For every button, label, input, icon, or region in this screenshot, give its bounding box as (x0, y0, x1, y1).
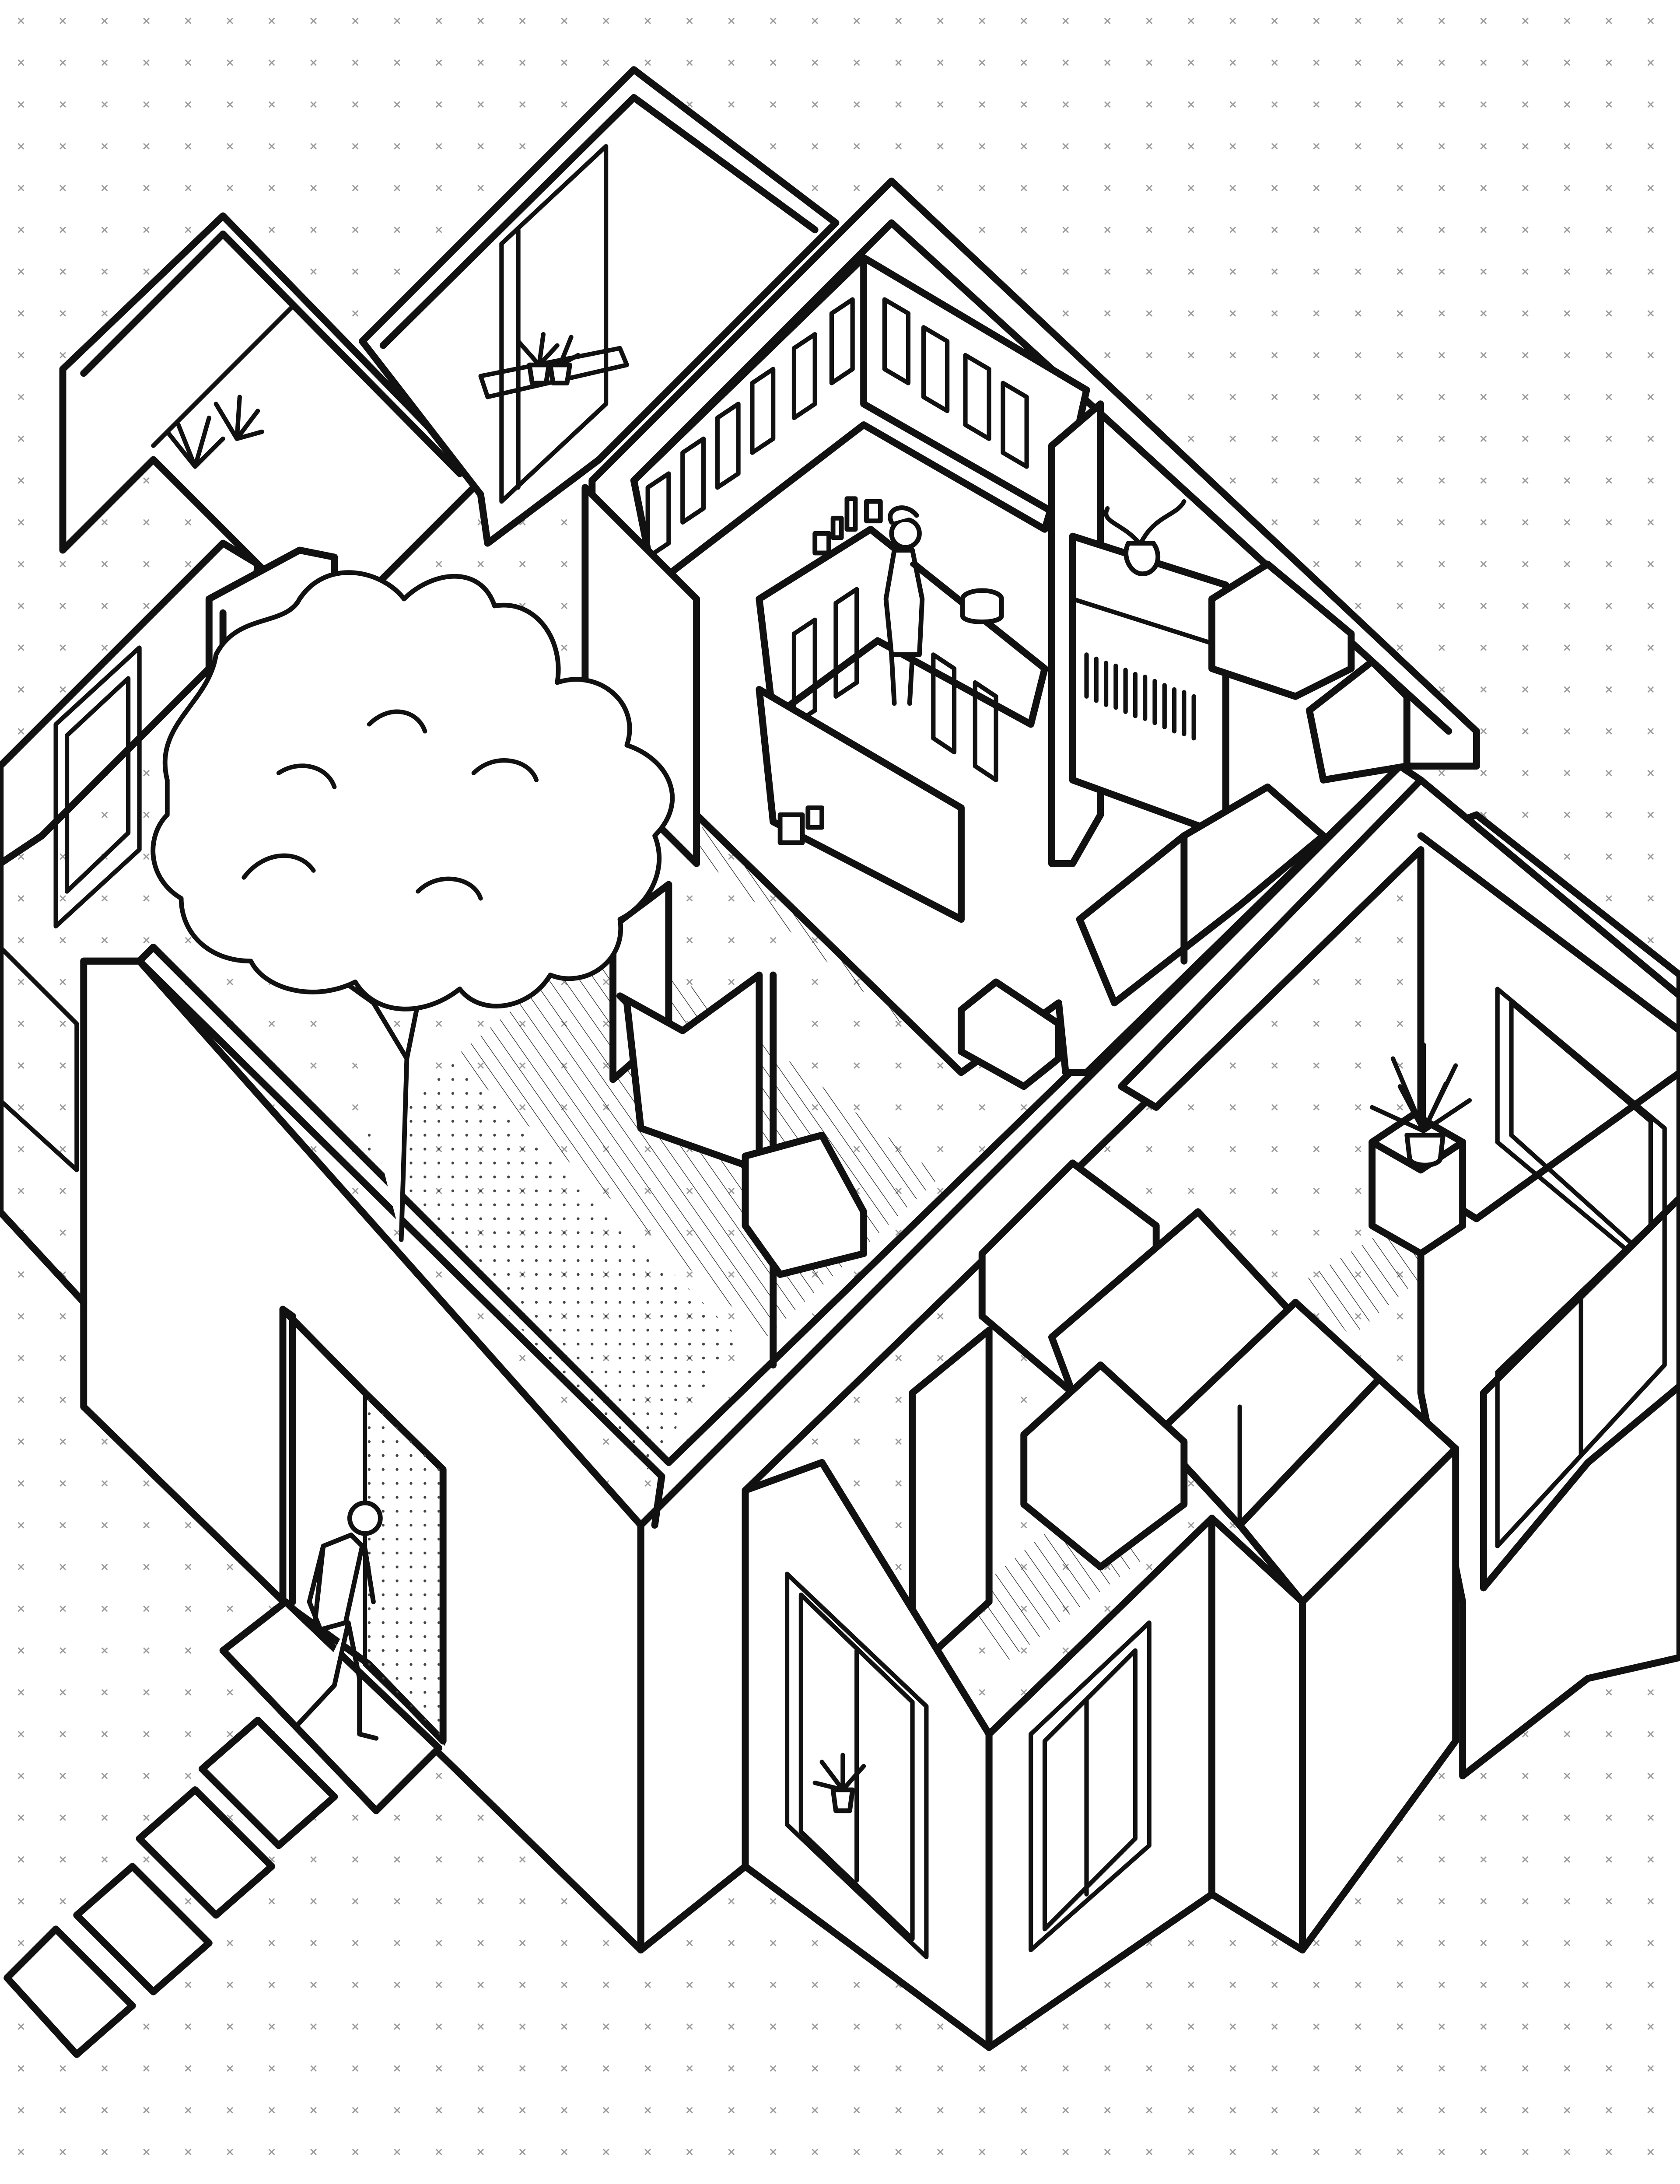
vase-icon (1104, 499, 1186, 577)
potted-plant-icon (812, 1753, 866, 1813)
kitchen-side-wall (756, 686, 965, 923)
courtyard-dotted-floor (355, 1058, 738, 1470)
top-room-window (499, 144, 609, 504)
left-window-inner (64, 676, 131, 894)
bench (958, 978, 1062, 1090)
stepping-stones (4, 1716, 338, 2058)
closet-box (1306, 658, 1410, 784)
top-room-inner (379, 94, 819, 349)
books (1084, 652, 1196, 741)
plant-stand-edge (1368, 1138, 1466, 1174)
living-room-hatched-floor (1302, 1225, 1449, 1337)
front-left-wing-window-inner (798, 1592, 915, 1941)
person-cooking-icon (883, 505, 950, 706)
front-left-wing-window (784, 1572, 929, 1960)
potted-plant-icon (516, 332, 581, 385)
front-right-wing-side (1299, 1445, 1460, 1954)
left-window (53, 645, 142, 929)
top-room (359, 66, 840, 547)
bottle-icon (830, 496, 883, 540)
tree-canopy (150, 570, 675, 1012)
person-walking-icon (293, 1500, 383, 1741)
service-partition (909, 1326, 993, 1675)
entrance-step (219, 1598, 443, 1814)
tower-window-frames (151, 304, 295, 448)
courtyard-wall-top-inner (136, 756, 1396, 1466)
lower-cabinet-doors (791, 587, 998, 782)
front-middle-window (1029, 1620, 1152, 1953)
right-wing-top (1118, 776, 1680, 1222)
lower-left-window (0, 945, 79, 1172)
front-middle-window-inner (1042, 1648, 1138, 1932)
upper-cabinet-doors (645, 297, 1029, 560)
right-window-bay-frame (1495, 1209, 1667, 1548)
table-block (742, 1131, 868, 1278)
entrance-jamb (279, 1306, 296, 1606)
potted-plant-icon (165, 395, 264, 469)
pantry-box (1208, 560, 1355, 700)
service-tall-wall (1020, 1362, 1188, 1571)
right-wing-inner-edge (1417, 832, 1680, 1034)
tree-icon (150, 570, 675, 1242)
potted-plant-icon (1370, 1042, 1472, 1168)
jar-icon (777, 531, 831, 845)
shelf-lines (1070, 596, 1228, 650)
tower-room-inner (80, 230, 463, 477)
entrance-threshold (363, 1388, 445, 1746)
cooking-pot-icon (960, 588, 1004, 624)
